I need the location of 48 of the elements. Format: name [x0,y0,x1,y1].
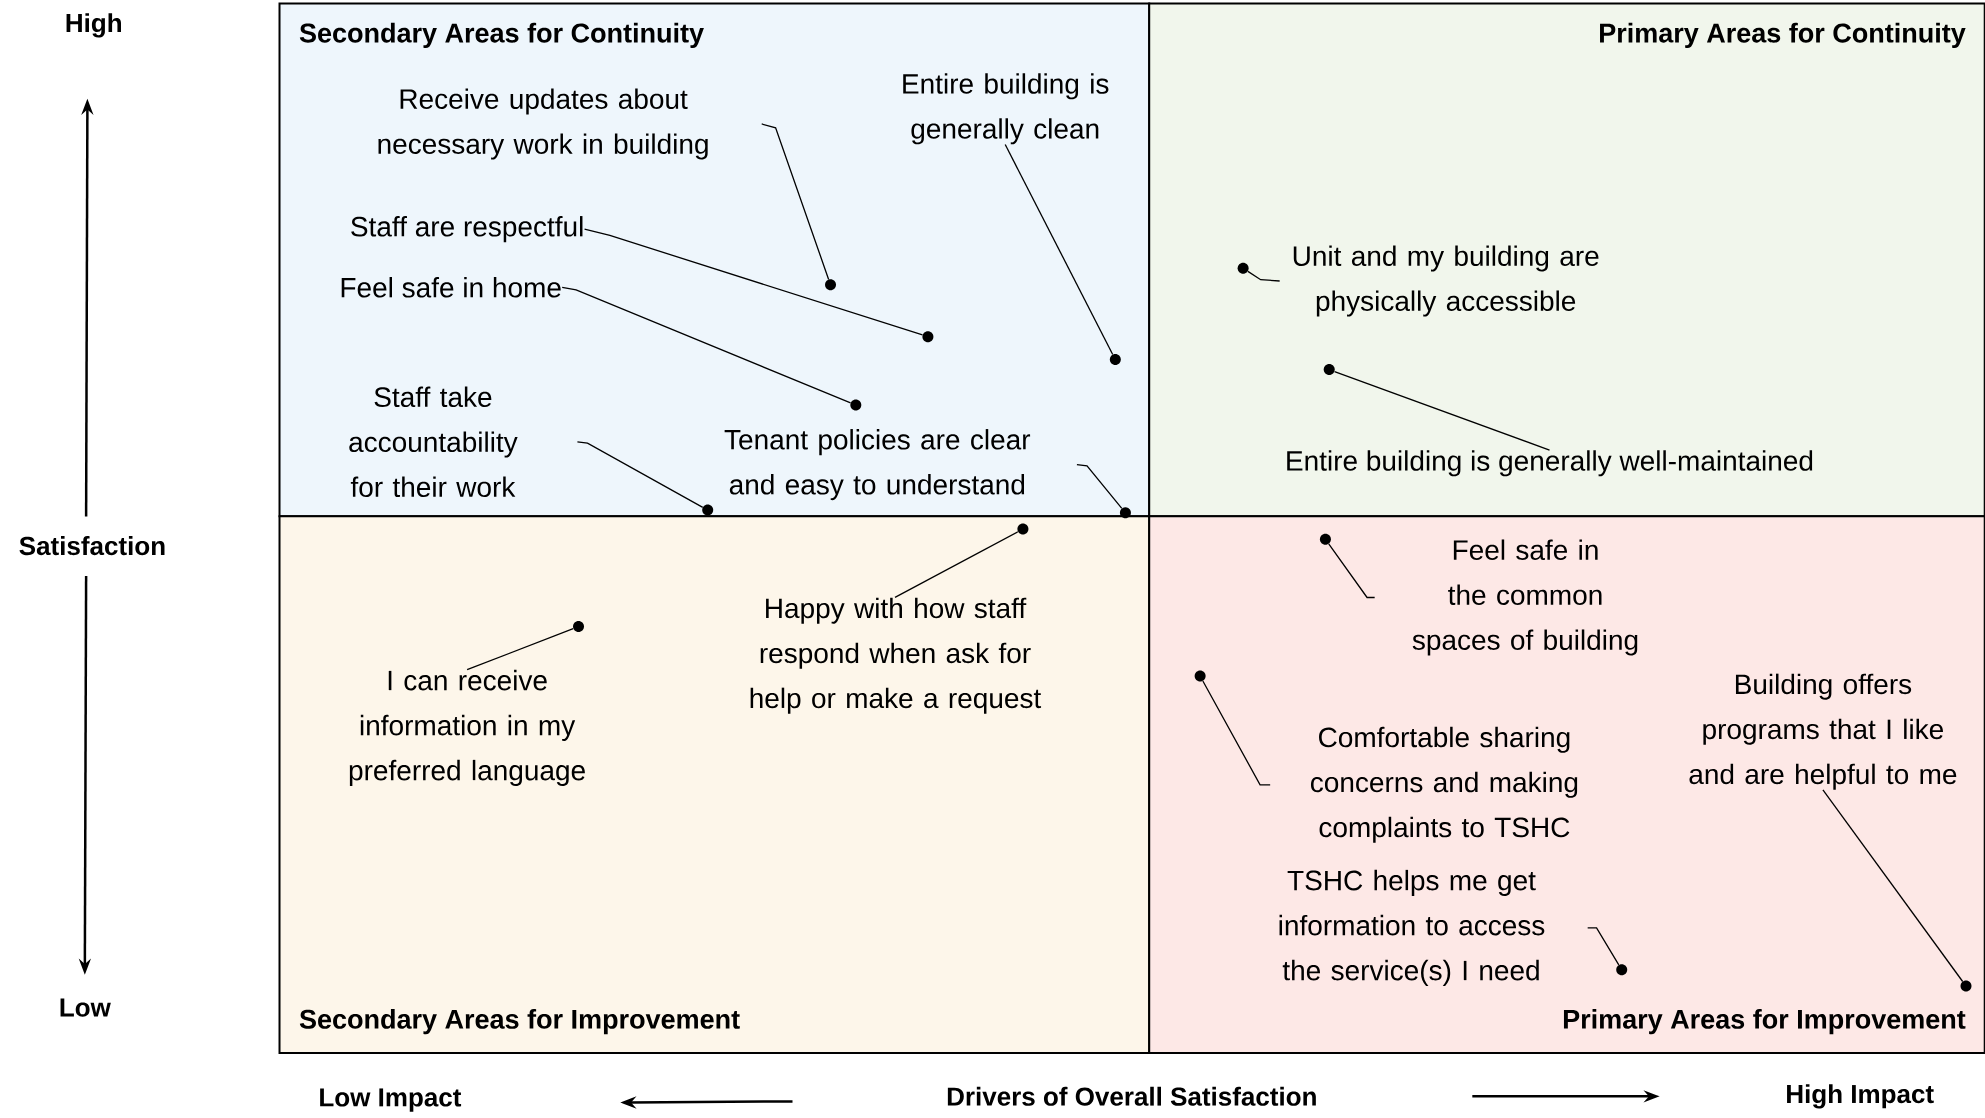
leader-line [1822,789,1964,983]
axis-label: High [66,13,121,38]
data-point [1237,262,1249,274]
leader-line [466,628,574,671]
leader-line [761,123,830,281]
data-point [825,279,836,291]
data-point [850,399,862,411]
statement-text: Receive updates about necessary work in building [378,88,708,160]
statement-text: Comfortable sharing concerns and making complaints to TSHC [1311,726,1578,843]
data-point [1119,507,1131,519]
leader-line [576,441,704,508]
data-point [1319,533,1331,545]
data-point [1960,980,1972,992]
statement-text: Building offers programs that I like and are helpful to me [1689,673,1957,790]
axis-label: Low Impact [320,1088,462,1112]
statement-text: Feel safe in the common spaces of building [1412,539,1638,656]
leader-line [1587,927,1620,966]
statement-text: Happy with how staff respond when ask for help or make a request [750,597,1042,714]
data-point [1616,964,1628,976]
leader-line [1076,463,1123,509]
leader-line [1333,370,1551,451]
statement-text: Entire building is generally well-maintained [1287,450,1813,477]
statement-text: Staff are respectful [351,216,583,243]
statement-text: Staff take accountability for their work [349,386,518,498]
leader-line [894,531,1019,599]
axis-label: Low [60,998,111,1017]
leader-line [1328,543,1376,599]
statement-text: I can receive information in my preferred language [349,669,585,786]
leader-line [1004,143,1114,356]
leader-line [1247,270,1281,282]
axis-label: Satisfaction [19,536,165,556]
statement-text: TSHC helps me get information to access the service(s) I need [1279,869,1545,986]
data-point [1109,354,1121,365]
data-point [922,331,934,343]
data-point [702,504,714,516]
statement-text: Unit and my building are physically accessible [1293,245,1599,317]
statement-text: Entire building is generally clean [903,73,1109,145]
leader-line [1202,680,1271,786]
leader-line [561,286,852,404]
data-point [1194,670,1206,682]
statement-text: Feel safe in home [341,277,561,298]
data-point [573,621,584,633]
data-point [1323,364,1335,376]
leader-line [583,228,924,336]
data-point [1017,523,1029,535]
axis-label: Drivers of Overall Satisfaction [947,1086,1316,1106]
axis-label: High Impact [1787,1084,1934,1109]
statement-text: Tenant policies are clear and easy to understand [724,429,1031,501]
